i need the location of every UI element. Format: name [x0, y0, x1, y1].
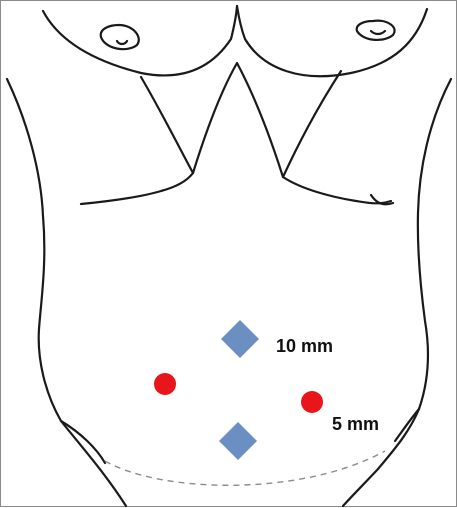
label-5mm: 5 mm: [332, 414, 379, 435]
port-10mm-upper: [221, 320, 259, 358]
port-10mm-lower: [219, 422, 257, 460]
port-5mm-left: [154, 373, 176, 395]
label-10mm: 10 mm: [276, 336, 333, 357]
port-5mm-right: [301, 391, 323, 413]
